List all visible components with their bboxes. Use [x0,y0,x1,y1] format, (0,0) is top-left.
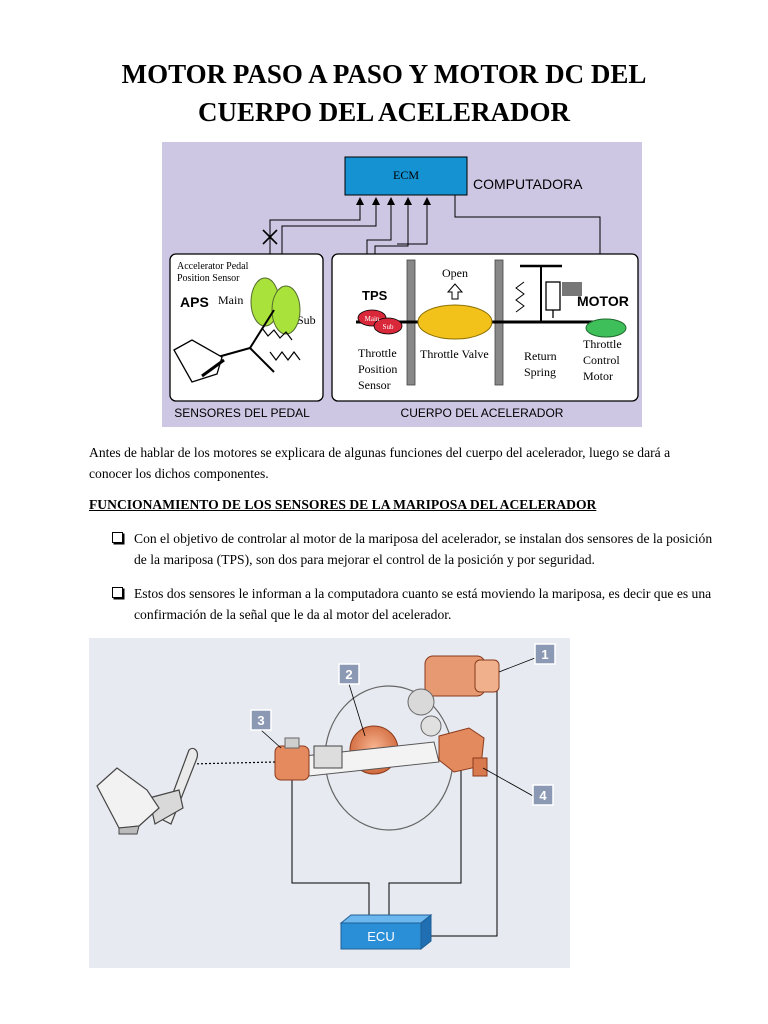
aps-label: APS [180,294,209,310]
tps-desc-1: Throttle [358,346,397,360]
throttle-valve [417,304,493,340]
tps-sub-sensor [373,317,403,335]
checkbox-bullet-icon [112,532,123,543]
ecu-label: ECU [367,929,394,944]
motor-label: MOTOR [577,293,629,309]
spring-mount [562,282,582,296]
throttle-control-motor-shape [585,318,627,338]
callout-label-4: 4 [539,788,547,803]
aps-main-label: Main [218,293,243,307]
computadora-label: COMPUTADORA [473,176,583,192]
bullet-text-1: Con el objetivo de controlar al motor de… [134,531,713,567]
tcm-label-2: Control [583,353,620,367]
aps-sensor-label-line1: Accelerator Pedal [177,261,249,272]
tps-part [438,727,488,777]
throttle-motor-part [407,655,500,737]
tps-sub-text: Sub [383,323,394,331]
callout-4: 4 [482,767,554,806]
callout-label-3: 3 [257,713,264,728]
return-spring-label-1: Return [524,349,557,363]
tps-main-text: Main [365,315,380,323]
callout-label-1: 1 [541,647,548,662]
callout-label-2: 2 [345,667,352,682]
aps-sensor-label-line2: Position Sensor [177,273,240,284]
aps-sub-sensor [271,285,301,335]
bullet-text-2: Estos dos sensores le informan a la comp… [134,586,712,622]
intro-paragraph: Antes de hablar de los motores se explic… [89,445,671,481]
throttle-system-diagram: ECM COMPUTADORA Accelerator Pedal Positi… [162,142,642,427]
throttle-components-figure: 1 2 3 4 ECU [89,638,570,968]
sensores-del-pedal-label: SENSORES DEL PEDAL [174,406,310,420]
ecm-label: ECM [393,168,419,182]
tps-desc-3: Sensor [358,378,391,392]
pedal-foot [173,339,225,383]
page-title-line2: CUERPO DEL ACELERADOR [197,97,571,127]
tcm-label-1: Throttle [583,337,622,351]
checkbox-bullet-icon [112,587,123,598]
page-title-line1: MOTOR PASO A PASO Y MOTOR DC DEL [121,59,647,89]
tcm-label-3: Motor [583,369,613,383]
return-spring [515,264,562,322]
pedal-illustration [96,747,198,835]
open-arrow-icon [446,283,464,300]
open-label: Open [442,266,468,280]
ecm-box [344,156,468,196]
aps-sub-label: Sub [297,313,316,327]
disconnect-x-icon [262,229,278,245]
throttle-valve-label: Throttle Valve [420,347,489,361]
callout-3: 3 [250,709,282,749]
aps-part [274,737,310,781]
cuerpo-del-acelerador-label: CUERPO DEL ACELERADOR [401,406,564,420]
callout-2: 2 [338,663,366,737]
callout-1: 1 [498,643,556,673]
return-spring-label-2: Spring [524,365,556,379]
section-heading: FUNCIONAMIENTO DE LOS SENSORES DE LA MAR… [89,497,597,512]
ecu-box: ECU [339,913,433,951]
shaft-linkage [313,745,343,769]
tps-label: TPS [362,288,388,303]
tps-desc-2: Position [358,362,397,376]
